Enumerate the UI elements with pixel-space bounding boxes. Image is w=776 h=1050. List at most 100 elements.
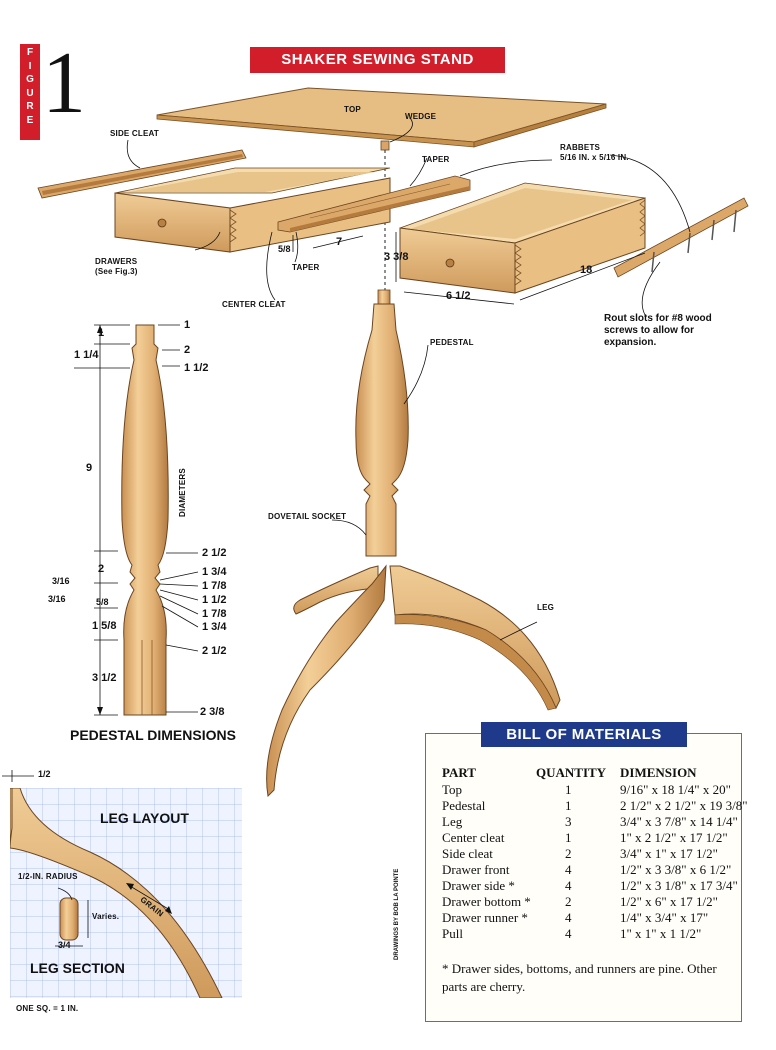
rout-slots-note: Rout slots for #8 wood screws to allow f… [604, 313, 712, 348]
dim-cleat-7: 7 [336, 236, 343, 248]
side-cleat-right [613, 197, 749, 278]
figure-letter: U [26, 87, 34, 99]
table-top [156, 87, 607, 148]
label-leg: LEG [537, 603, 555, 612]
bom-qty: 1 [565, 830, 572, 845]
ped-dim-right: 1 7/8 [202, 608, 227, 620]
bom-dim: 1/2" x 3 3/8" x 6 1/2" [620, 862, 732, 877]
wedge [380, 140, 390, 151]
bom-part: Side cleat [442, 846, 493, 861]
pedestal-dim-lines [74, 324, 199, 716]
bom-footnote: * Drawer sides, bottoms, and runners are… [442, 961, 717, 994]
ped-dim-left: 1 [98, 327, 105, 339]
figure-letter: I [28, 60, 32, 72]
label-taper-lower: TAPER [292, 263, 320, 272]
label-rabbets: RABBETS [560, 143, 601, 152]
ped-dim-left: 5/8 [96, 597, 109, 607]
bom-dim: 2 1/2" x 2 1/2" x 19 3/8" [620, 798, 748, 813]
label-drawers: DRAWERS [95, 257, 138, 266]
figure-number: 1 [42, 35, 86, 132]
figure-letter: F [26, 47, 34, 58]
bom-header-part: PART [442, 765, 476, 780]
ped-dim-right: 1 [184, 319, 191, 331]
bom-qty: 1 [565, 798, 572, 813]
leg-width-dim: 3/4 [58, 940, 71, 950]
bom-dim: 3/4" x 1" x 17 1/2" [620, 846, 718, 861]
bom-qty: 4 [565, 878, 572, 893]
dim-drawer-height: 3 3/8 [384, 251, 409, 263]
side-cleat-left [37, 149, 247, 199]
bom-dim: 3/4" x 3 7/8" x 14 1/4" [620, 814, 738, 829]
label-center-cleat: CENTER CLEAT [222, 300, 286, 309]
bom-part: Drawer side * [442, 878, 515, 893]
bom-dim: 1" x 2 1/2" x 17 1/2" [620, 830, 728, 845]
ped-dim-left: 3/16 [48, 594, 66, 604]
bom-dim: 9/16" x 18 1/4" x 20" [620, 782, 731, 797]
dim-drawer-length: 18 [580, 264, 593, 276]
ped-dim-right: 1 3/4 [202, 621, 227, 633]
bom-dim: 1/2" x 6" x 17 1/2" [620, 894, 718, 909]
dimension-lines [126, 117, 691, 316]
ped-dim-left: 2 [98, 563, 105, 575]
bom-header-dimension: DIMENSION [620, 765, 697, 780]
figure-letter: G [26, 74, 34, 86]
bom-qty: 4 [565, 862, 572, 877]
drawer-right [399, 182, 646, 294]
leg-layout-grid [9, 787, 242, 999]
bom-part: Drawer runner * [442, 910, 528, 925]
ped-dim-right: 2 [184, 344, 191, 356]
label-side-cleat: SIDE CLEAT [110, 129, 159, 138]
figure-tab [20, 44, 40, 140]
drawing-credit: DRAWINGS BY BOB LA POINTE [394, 868, 400, 960]
bom-dim: 1" x 1" x 1 1/2" [620, 926, 702, 941]
bom-qty: 2 [565, 894, 572, 909]
label-pedestal: PEDESTAL [430, 338, 474, 347]
bom-qty: 4 [565, 926, 572, 941]
bom-part: Pull [442, 926, 463, 941]
label-rabbets-size: 5/16 IN. x 5/16 IN. [560, 153, 629, 162]
leg-radius-label: 1/2-IN. RADIUS [18, 872, 78, 881]
leg-varies-label: Varies. [92, 912, 120, 921]
leg-layout-drawing [9, 787, 242, 999]
ped-dim-right: 1 1/2 [184, 362, 209, 374]
ped-dim-left: 9 [86, 462, 93, 474]
bom-qty: 4 [565, 910, 572, 925]
ped-dim-right: 2 1/2 [202, 547, 227, 559]
ped-dim-right: 2 1/2 [202, 645, 227, 657]
figure-letter: R [26, 101, 34, 113]
bill-of-materials-box [425, 733, 742, 1022]
bom-dim: 1/4" x 3/4" x 17" [620, 910, 709, 925]
bom-part: Drawer bottom * [442, 894, 531, 909]
label-wedge: WEDGE [405, 112, 437, 121]
ped-dim-left: 3 1/2 [92, 672, 117, 684]
label-top: TOP [344, 105, 361, 114]
bom-part: Leg [442, 814, 463, 829]
leg-top-dim-line [2, 770, 34, 782]
leg-layout-heading: LEG LAYOUT [100, 810, 189, 826]
figure-letter: E [26, 114, 34, 126]
ped-dim-right: 1 7/8 [202, 580, 227, 592]
center-cleat [277, 175, 471, 233]
pedestal-profile [121, 324, 169, 716]
bom-part: Top [442, 782, 463, 797]
ped-dim-left: 3/16 [52, 576, 70, 586]
leg-top-dim: 1/2 [38, 769, 51, 779]
pedestal-dimensions-heading: PEDESTAL DIMENSIONS [70, 727, 236, 743]
bom-part: Center cleat [442, 830, 505, 845]
label-taper-upper: TAPER [422, 155, 450, 164]
ped-dim-right: 2 3/8 [200, 706, 225, 718]
label-dovetail-socket: DOVETAIL SOCKET [268, 512, 347, 521]
ped-dim-right: 1 1/2 [202, 594, 227, 606]
bom-part: Pedestal [442, 798, 486, 813]
title-banner: SHAKER SEWING STAND [250, 47, 505, 73]
ped-dim-left: 1 5/8 [92, 620, 117, 632]
ped-dim-left: 1 1/4 [74, 349, 99, 361]
bom-qty: 3 [565, 814, 572, 829]
bom-dim: 1/2" x 3 1/8" x 17 3/4" [620, 878, 738, 893]
pedestal-exploded [355, 289, 409, 557]
dim-cleat-5-8: 5/8 [278, 244, 291, 254]
bill-of-materials-title: BILL OF MATERIALS [481, 722, 687, 747]
grid-scale-label: ONE SQ. = 1 IN. [16, 1004, 79, 1013]
